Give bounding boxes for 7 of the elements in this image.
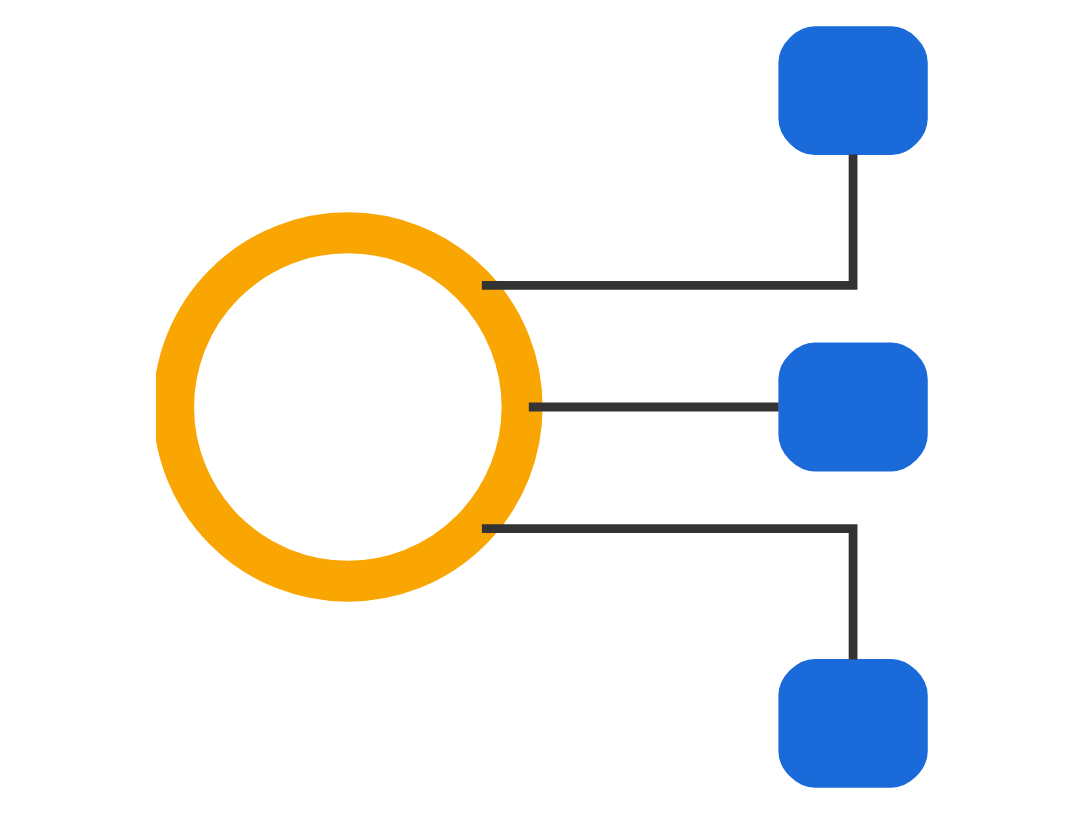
connector — [480, 154, 857, 290]
node-box — [777, 342, 927, 472]
connector — [480, 524, 857, 660]
node-gear — [155, 212, 542, 602]
node-box — [777, 658, 927, 788]
connector — [527, 402, 778, 412]
node-box — [777, 26, 927, 156]
